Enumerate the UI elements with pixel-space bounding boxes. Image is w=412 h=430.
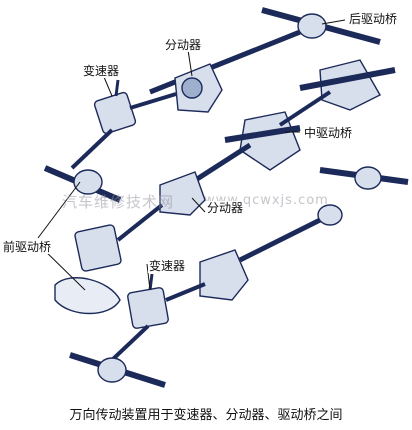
rear-axle-housing (297, 13, 327, 39)
watermark-cn: 汽车维修技术网 (62, 193, 175, 211)
assembly-bottom (69, 166, 409, 388)
label-transfer-case-bottom: 分动器 (206, 201, 245, 215)
label-middle-axle: 中驱动桥 (303, 126, 354, 140)
label-transfer-case-top: 分动器 (164, 38, 203, 52)
front-axle-bottom-housing (97, 357, 127, 383)
label-front-axle: 前驱动桥 (2, 240, 53, 254)
caption: 万向传动装置用于变速器、分动器、驱动桥之间 (69, 408, 343, 423)
front-axle-top-housing (73, 169, 103, 195)
label-transmission-bottom: 变速器 (148, 259, 187, 273)
middle-axle-housing (239, 111, 301, 171)
assembly-middle (54, 59, 396, 315)
drivetrain-diagram (37, 7, 409, 388)
label-transmission-top: 变速器 (82, 64, 121, 78)
label-rear-axle: 后驱动桥 (348, 12, 399, 26)
assembly-top (43, 7, 381, 203)
transmission-top (93, 91, 137, 135)
transfer-case-bottom (199, 249, 249, 301)
transmission-bottom (127, 287, 169, 329)
